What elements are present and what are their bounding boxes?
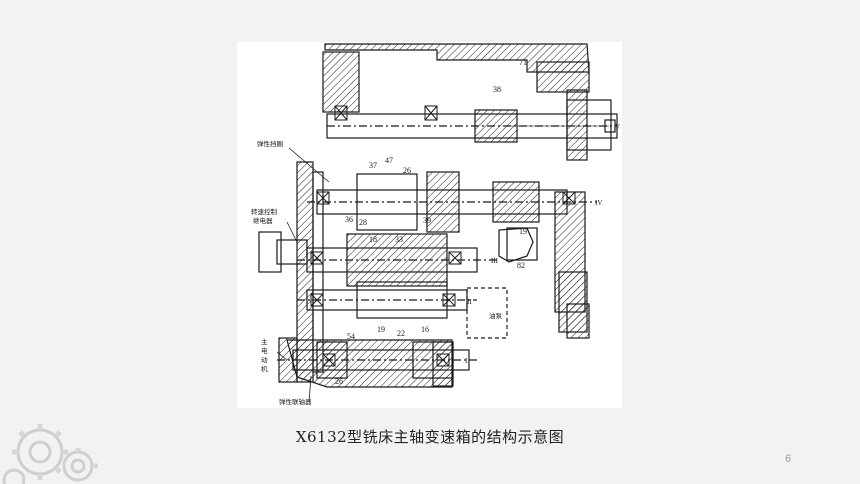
shaft-label-iii: III bbox=[491, 257, 499, 265]
gear-number: 16 bbox=[421, 325, 429, 334]
gear-number: 39 bbox=[423, 216, 431, 225]
callout-motor-3: 动 bbox=[261, 356, 268, 364]
gear-number: 19 bbox=[377, 325, 385, 334]
gear-number: 37 bbox=[369, 161, 377, 170]
gear-number: 19 bbox=[519, 227, 527, 236]
gearbox-schematic: 71 38 37 47 26 36 28 39 18 33 19 82 19 2… bbox=[251, 43, 620, 406]
gear-number: 36 bbox=[345, 215, 353, 224]
shaft-labels: V IV III II I bbox=[465, 123, 620, 365]
gear-number: 82 bbox=[517, 261, 525, 270]
gear-number-labels: 71 38 37 47 26 36 28 39 18 33 19 82 19 2… bbox=[335, 58, 527, 386]
callout-motor-1: 主 bbox=[261, 337, 268, 346]
callout-oil-pump: 油泵 bbox=[489, 311, 503, 320]
shaft-label-v: V bbox=[615, 123, 620, 131]
gearbox-drawing: 71 38 37 47 26 36 28 39 18 33 19 82 19 2… bbox=[237, 42, 622, 408]
callout-elastic-coupling: 弹性联轴器 bbox=[279, 397, 312, 406]
shaft-label-iv: IV bbox=[595, 199, 602, 207]
gear-number: 47 bbox=[385, 156, 393, 165]
gear-number: 38 bbox=[493, 85, 501, 94]
gear-number: 71 bbox=[519, 58, 527, 67]
callout-labels: 弹性挡圈 转速控制 继电器 油泵 主 电 动 机 弹性联轴器 bbox=[251, 139, 503, 406]
page-number: 6 bbox=[785, 453, 792, 465]
gear-number: 26 bbox=[403, 166, 411, 175]
callout-motor-4: 机 bbox=[261, 364, 268, 373]
callout-elastic-retainer: 弹性挡圈 bbox=[257, 139, 283, 148]
callout-motor-2: 电 bbox=[261, 346, 268, 355]
shaft-label-ii: II bbox=[467, 298, 472, 306]
callout-speed-relay-line1: 转速控制 bbox=[251, 207, 278, 216]
gear-number: 26 bbox=[335, 377, 343, 386]
shaft-label-i: I bbox=[465, 357, 468, 365]
figure-caption: X6132型铣床主轴变速箱的结构示意图 bbox=[295, 428, 565, 446]
gear-number: 33 bbox=[395, 235, 403, 244]
gear-number: 22 bbox=[397, 329, 405, 338]
gear-number: 18 bbox=[369, 235, 377, 244]
gear-number: 54 bbox=[347, 332, 355, 341]
callout-speed-relay-line2: 继电器 bbox=[253, 216, 273, 225]
gear-logo-icon bbox=[2, 424, 98, 484]
gear-number: 28 bbox=[359, 218, 367, 227]
